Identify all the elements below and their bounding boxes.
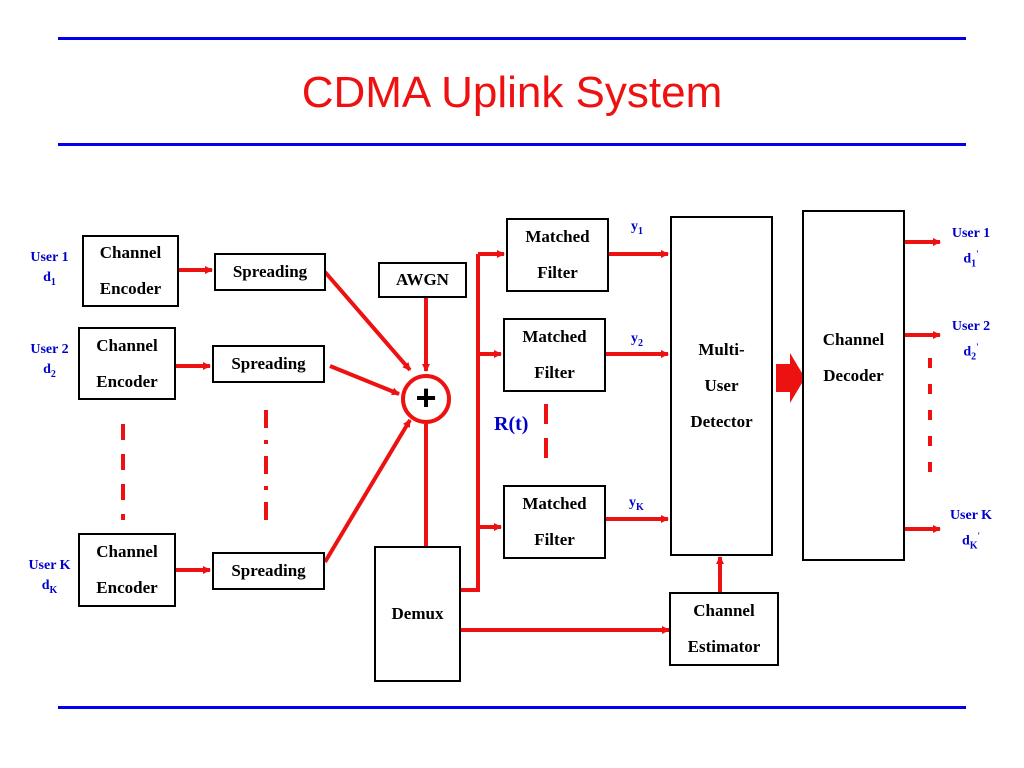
wire-spreadK-sum <box>323 418 412 564</box>
multi-user-detector: Multi- User Detector <box>670 216 773 556</box>
wire-spread2-sum <box>329 364 400 396</box>
bottom-rule <box>58 706 966 709</box>
input-user-K-label: User K dK <box>28 558 71 596</box>
wire-demux-mf-bus <box>460 254 480 592</box>
output-user-2-label: User 2 d2' <box>951 319 991 363</box>
slide-title: CDMA Uplink System <box>301 68 723 117</box>
rt-label: R(t) <box>494 413 529 435</box>
matched-filter-2: Matched Filter <box>503 318 606 392</box>
channel-encoder-2: Channel Encoder <box>78 327 176 400</box>
channel-encoder-K: Channel Encoder <box>78 533 176 607</box>
yK-label: yK <box>629 495 644 513</box>
top-rule <box>58 37 966 40</box>
output-user-K-label: User K dK' <box>949 508 993 552</box>
output-user-1-label: User 1 d1' <box>951 226 991 270</box>
spreading-block-2: Spreading <box>212 345 325 383</box>
spreading-block-K: Spreading <box>212 552 325 590</box>
mud-to-decoder-arrow <box>776 353 805 403</box>
spreading-block-1: Spreading <box>214 253 326 291</box>
summing-junction: + <box>401 374 451 424</box>
y1-label: y1 <box>631 219 643 237</box>
input-user-2-label: User 2 d2 <box>30 342 69 380</box>
matched-filter-1: Matched Filter <box>506 218 609 292</box>
channel-estimator: Channel Estimator <box>669 592 779 666</box>
awgn-block: AWGN <box>378 262 467 298</box>
title-underline <box>58 143 966 146</box>
y2-label: y2 <box>631 331 643 349</box>
demux-block: Demux <box>374 546 461 682</box>
wire-spread1-sum <box>323 270 412 372</box>
channel-decoder: Channel Decoder <box>802 210 905 561</box>
matched-filter-K: Matched Filter <box>503 485 606 559</box>
input-user-1-label: User 1 d1 <box>30 250 69 288</box>
channel-encoder-1: Channel Encoder <box>82 235 179 307</box>
